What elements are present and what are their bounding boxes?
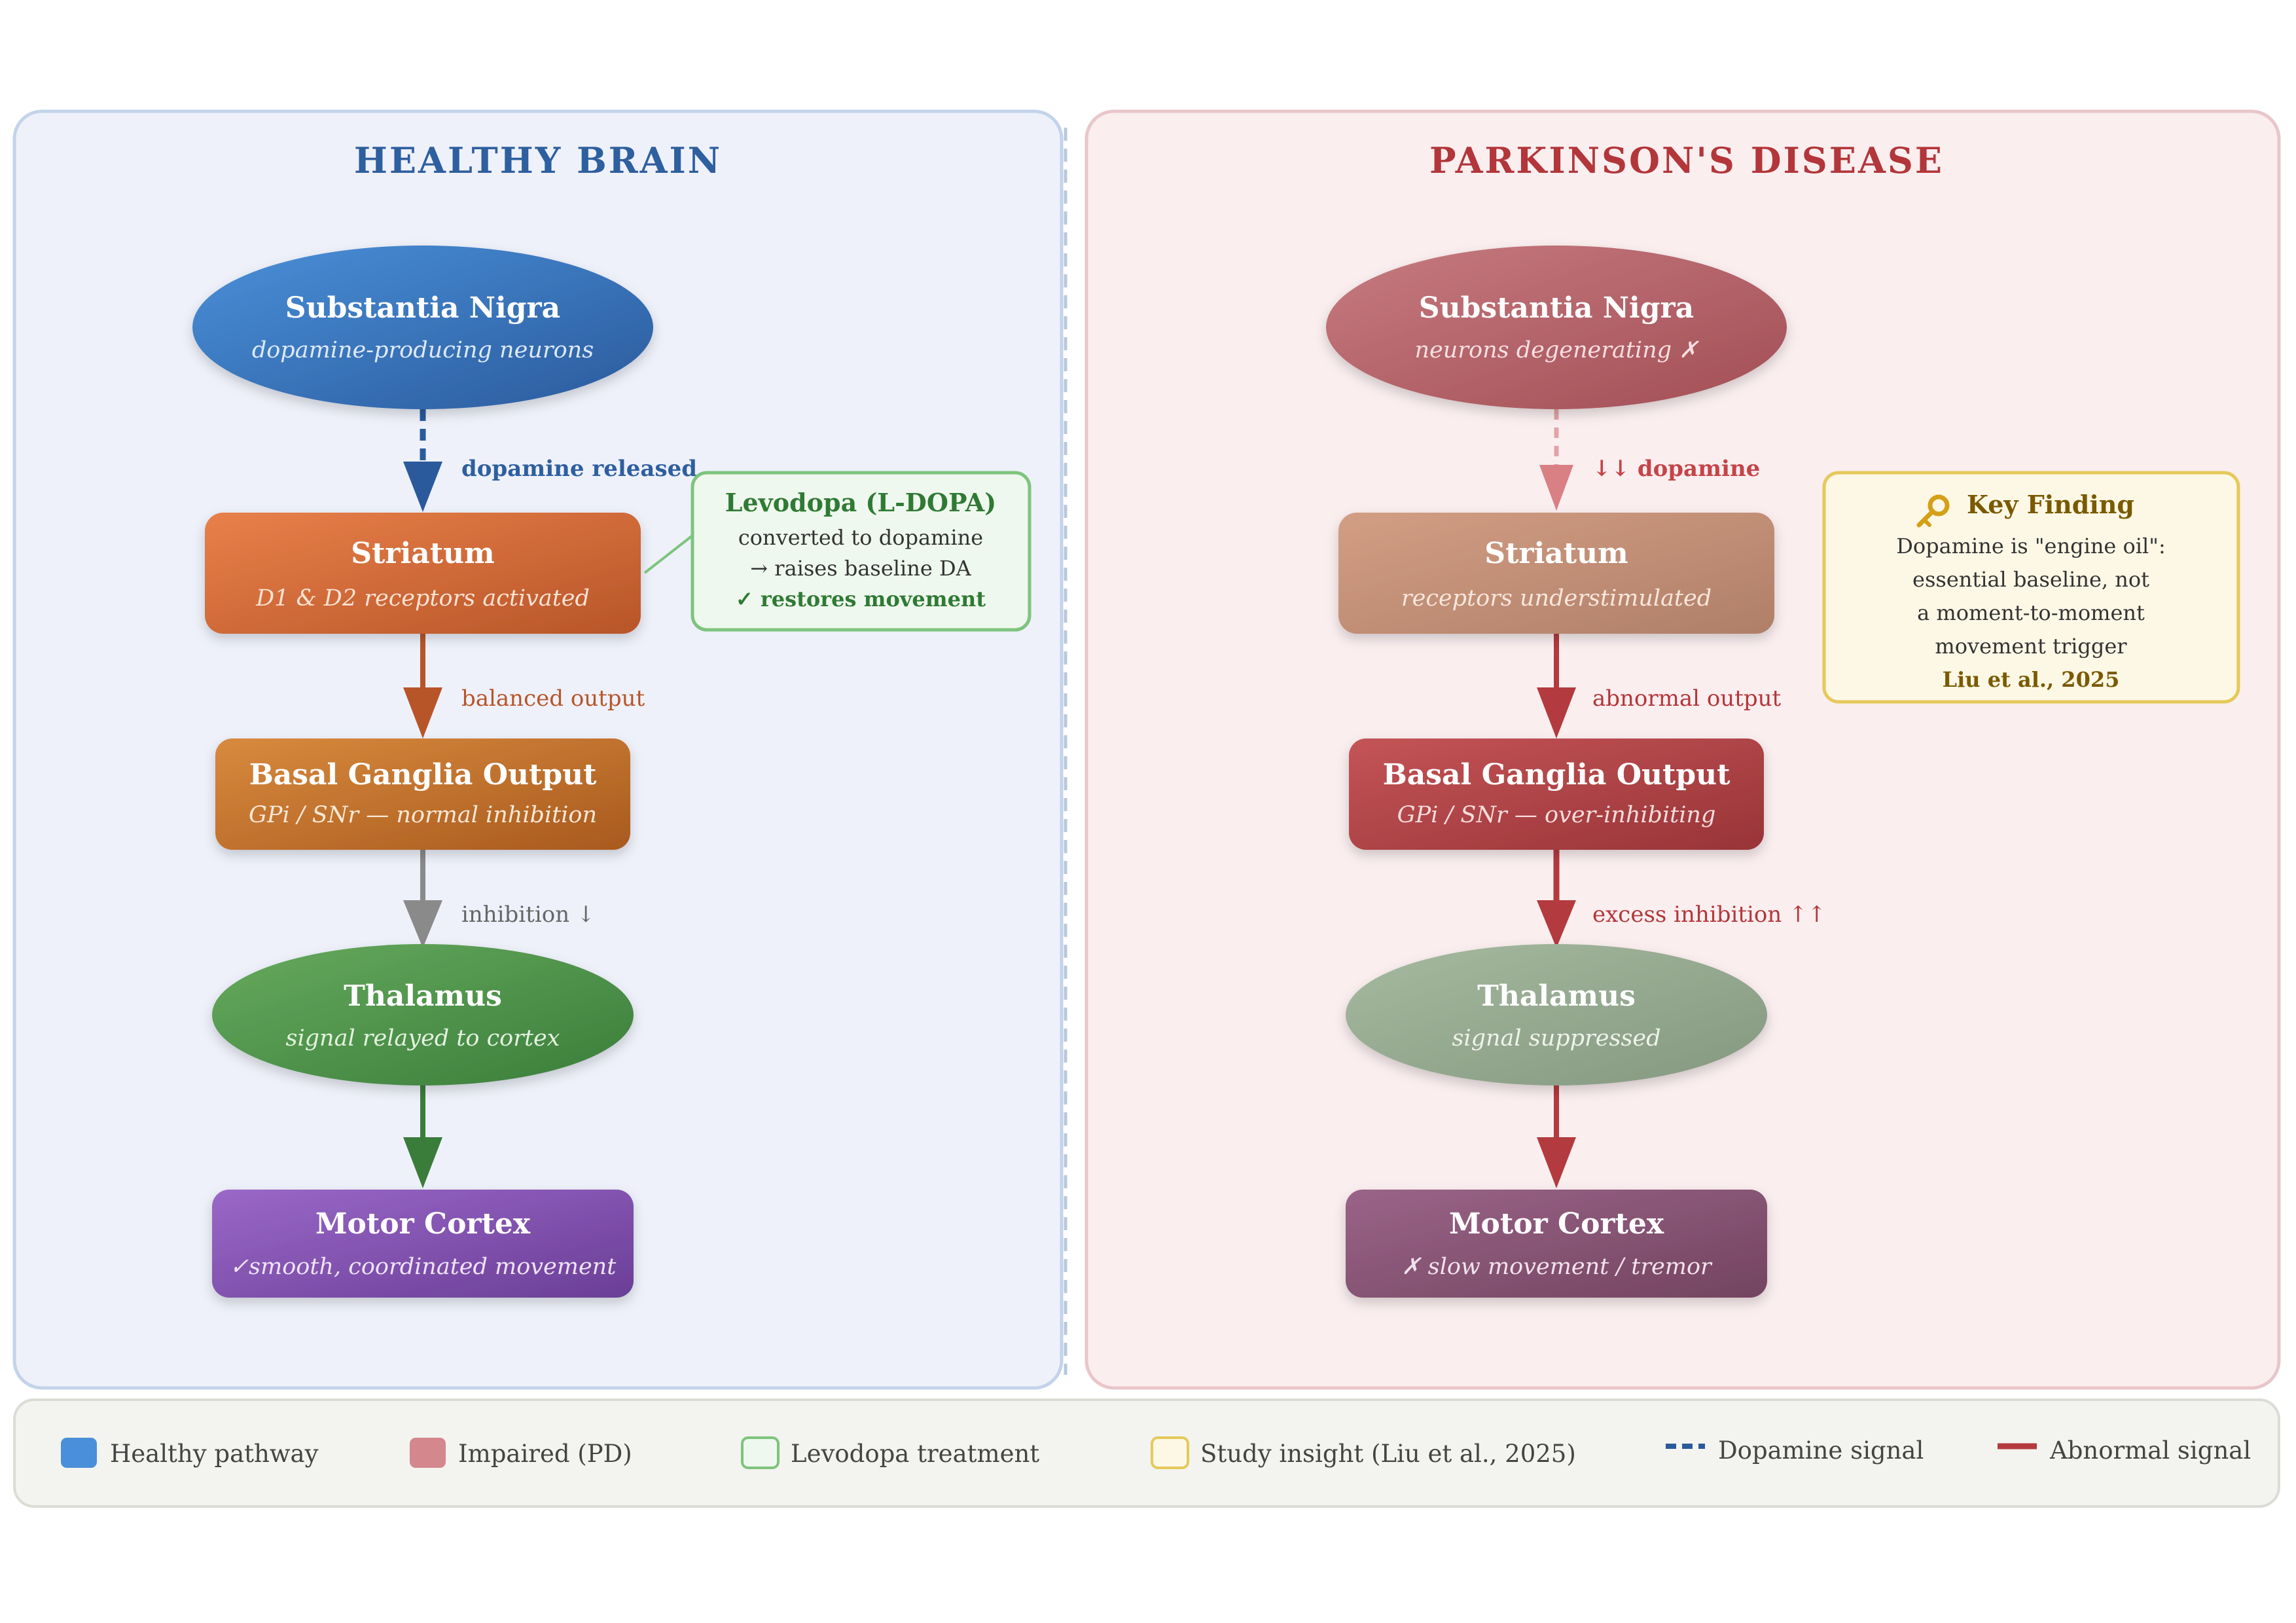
healthy-thalamus-sub: signal relayed to cortex	[286, 1025, 560, 1051]
pd-motor-sub: ✗ slow movement / tremor	[1401, 1254, 1713, 1280]
key-icon	[1916, 494, 1950, 528]
healthy-striatum-sub: D1 & D2 receptors activated	[255, 585, 590, 611]
healthy-edge-thalamus-motor	[403, 1085, 442, 1188]
pd-node-motor-cortex	[1346, 1190, 1767, 1298]
pd-sn-title: Substantia Nigra	[1419, 291, 1694, 325]
pd-node-striatum	[1338, 513, 1774, 634]
key-finding-callout	[1822, 471, 2240, 704]
levodopa-connector	[643, 534, 694, 574]
pd-node-substantia-nigra	[1326, 246, 1787, 409]
healthy-node-basal-ganglia-output	[215, 739, 630, 850]
healthy-edge-balanced	[403, 634, 442, 739]
healthy-node-motor-cortex	[212, 1190, 634, 1298]
levodopa-line-3: ✓ restores movement	[736, 587, 986, 611]
healthy-sn-sub: dopamine-producing neurons	[252, 337, 594, 363]
healthy-bgo-title: Basal Ganglia Output	[249, 758, 598, 792]
pd-node-thalamus	[1346, 944, 1767, 1085]
healthy-motor-title: Motor Cortex	[315, 1207, 531, 1241]
pd-thalamus-title: Thalamus	[1477, 979, 1636, 1013]
healthy-striatum-title: Striatum	[351, 537, 494, 570]
key-finding-line-1: Dopamine is "engine oil":	[1896, 534, 2166, 558]
pd-bgo-title: Basal Ganglia Output	[1383, 758, 1731, 792]
healthy-edge-dopamine	[403, 409, 442, 512]
pd-edge-label-dopamine: ↓↓ dopamine	[1592, 456, 1760, 482]
pd-striatum-sub: receptors understimulated	[1401, 585, 1712, 611]
pd-edge-excess-inhibition	[1537, 850, 1576, 948]
healthy-edge-label-balanced: balanced output	[461, 685, 645, 712]
key-finding-line-2: essential baseline, not	[1912, 567, 2149, 592]
healthy-edge-label-dopamine: dopamine released	[461, 456, 697, 482]
key-finding-title: Key Finding	[1967, 490, 2134, 519]
legend-label-dopamine: Dopamine signal	[1718, 1436, 1924, 1465]
pd-edge-label-excess-inhibition: excess inhibition ↑↑	[1592, 902, 1826, 928]
legend-label-healthy: Healthy pathway	[110, 1440, 319, 1468]
levodopa-line-1: converted to dopamine	[738, 525, 983, 550]
pd-bgo-sub: GPi / SNr — over-inhibiting	[1397, 802, 1716, 828]
pd-edge-dopamine	[1539, 409, 1573, 511]
healthy-thalamus-title: Thalamus	[344, 979, 502, 1013]
healthy-title: HEALTHY BRAIN	[354, 139, 722, 181]
healthy-edge-inhibition	[403, 850, 442, 948]
legend-label-levodopa: Levodopa treatment	[791, 1440, 1039, 1468]
legend-label-study: Study insight (Liu et al., 2025)	[1200, 1440, 1576, 1468]
healthy-edge-label-inhibition: inhibition ↓	[461, 902, 595, 928]
healthy-bgo-sub: GPi / SNr — normal inhibition	[249, 802, 597, 828]
pd-edge-thalamus-motor	[1537, 1085, 1576, 1188]
pd-edge-abnormal	[1537, 634, 1576, 739]
pd-sn-sub: neurons degenerating ✗	[1415, 337, 1700, 363]
healthy-motor-sub: ✓smooth, coordinated movement	[230, 1254, 617, 1280]
levodopa-title: Levodopa (L-DOPA)	[725, 488, 996, 517]
pd-title: PARKINSON'S DISEASE	[1429, 139, 1944, 181]
healthy-node-thalamus	[212, 944, 634, 1085]
key-finding-citation: Liu et al., 2025	[1943, 667, 2120, 692]
levodopa-callout	[691, 471, 1031, 632]
pd-striatum-title: Striatum	[1484, 537, 1628, 570]
healthy-sn-title: Substantia Nigra	[285, 291, 560, 325]
pd-motor-title: Motor Cortex	[1449, 1207, 1664, 1241]
legend-label-abnormal: Abnormal signal	[2049, 1436, 2251, 1465]
legend-swatch-healthy	[61, 1438, 97, 1468]
legend-swatch-study	[1151, 1436, 1189, 1469]
levodopa-line-2: → raises baseline DA	[750, 556, 971, 581]
legend-label-impaired: Impaired (PD)	[458, 1440, 632, 1468]
healthy-node-substantia-nigra	[192, 246, 653, 409]
key-finding-line-3: a moment-to-moment	[1917, 600, 2145, 625]
key-finding-line-4: movement trigger	[1935, 634, 2127, 659]
pd-edge-label-abnormal: abnormal output	[1592, 685, 1782, 712]
legend-panel	[13, 1398, 2280, 1508]
pd-node-basal-ganglia-output	[1349, 739, 1764, 850]
pd-thalamus-sub: signal suppressed	[1452, 1025, 1660, 1051]
healthy-node-striatum	[205, 513, 641, 634]
legend-swatch-levodopa	[741, 1436, 780, 1469]
legend-swatch-impaired	[410, 1438, 446, 1468]
